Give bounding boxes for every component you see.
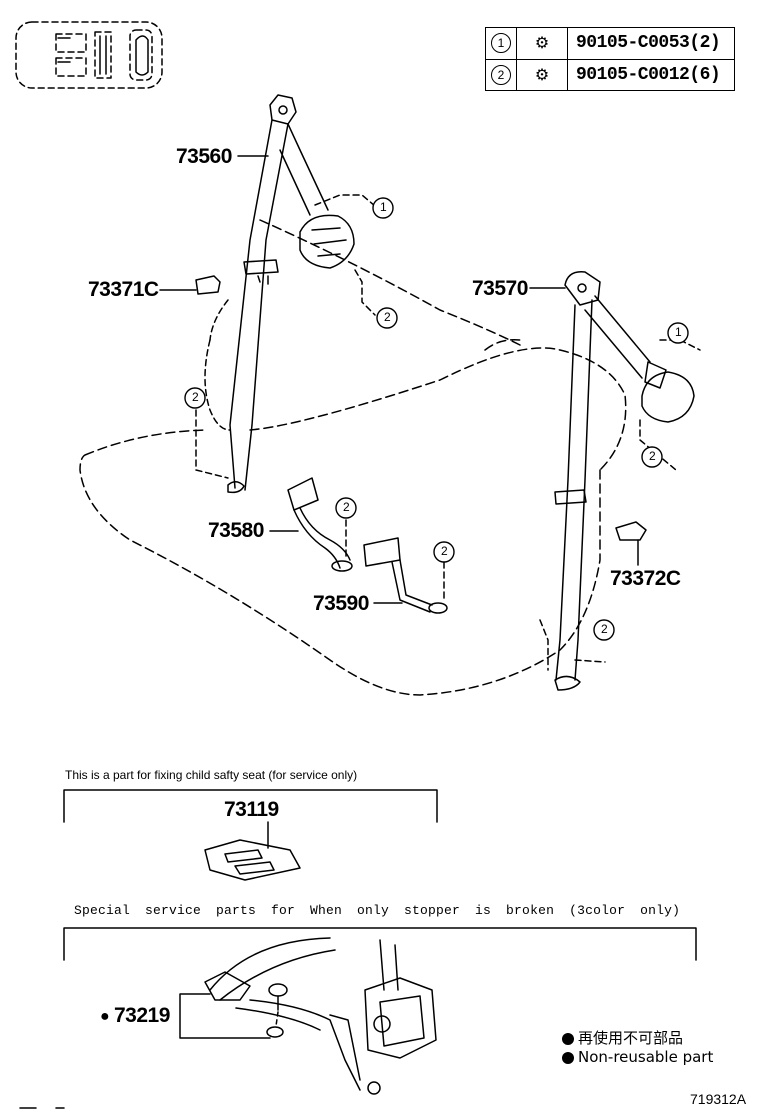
part-label-73570[interactable]: 73570 xyxy=(472,277,528,300)
section2-caption: Special service parts for When only stop… xyxy=(74,903,681,918)
ref-label-2b: 2 xyxy=(192,390,199,404)
ref-label-1a: 1 xyxy=(380,200,387,214)
legend-part-number[interactable]: 90105-C0053(2) xyxy=(567,27,735,60)
part-label-73580[interactable]: 73580 xyxy=(208,519,264,542)
bracket-73371c xyxy=(195,275,221,295)
vehicle-icon-solid xyxy=(57,35,149,76)
legend-row: 1 ⚙ 90105-C0053(2) xyxy=(485,27,735,60)
buckle-73580 xyxy=(269,477,353,572)
bolt-icon: ⚙ xyxy=(534,33,550,53)
ref-circle-1b xyxy=(667,322,689,344)
vehicle-icon xyxy=(15,21,163,89)
ref-circle-2c xyxy=(335,497,357,519)
bracket-73372c xyxy=(615,521,647,541)
note-non-reusable-en: Non-reusable part xyxy=(562,1050,713,1065)
legend-part-number[interactable]: 90105-C0012(6) xyxy=(567,58,735,91)
part-label-73590[interactable]: 73590 xyxy=(313,592,369,615)
legend-ref-1: 1 xyxy=(491,33,511,54)
seat-cushion-outline xyxy=(79,347,627,696)
buckle-73590 xyxy=(363,537,448,614)
section1-caption: This is a part for fixing child safty se… xyxy=(65,768,358,782)
part-label-73372c[interactable]: 73372C xyxy=(610,567,681,590)
section1-frame xyxy=(63,789,438,823)
note-jp-text: 再使用不可部品 xyxy=(578,1029,684,1047)
part-label-73219[interactable]: 73219 xyxy=(114,1004,170,1027)
bullet-dot-icon xyxy=(562,1032,574,1045)
legend-row: 2 ⚙ 90105-C0012(6) xyxy=(485,58,735,91)
belt-73560 xyxy=(227,94,355,494)
ref-label-2d: 2 xyxy=(441,544,448,558)
ref-circle-2f xyxy=(593,619,615,641)
part-label-73560[interactable]: 73560 xyxy=(176,145,232,168)
fastener-legend: 1 ⚙ 90105-C0053(2) 2 ⚙ 90105-C0012(6) xyxy=(485,27,735,91)
ref-label-2f: 2 xyxy=(601,622,608,636)
ref-circle-2e xyxy=(641,446,663,468)
ref-circle-2d xyxy=(433,541,455,563)
note-non-reusable-jp: 再使用不可部品 xyxy=(562,1031,683,1046)
ref-label-2a: 2 xyxy=(384,310,391,324)
ref-circle-2a xyxy=(376,307,398,329)
legend-ref-2: 2 xyxy=(491,64,511,85)
ref-circle-1a xyxy=(372,197,394,219)
part-label-73371c[interactable]: 73371C xyxy=(88,278,159,301)
child-seat-bracket xyxy=(204,839,301,881)
bullet-dot-icon xyxy=(562,1051,574,1064)
non-reusable-marker: ● xyxy=(100,1008,110,1025)
diagram-id: 719312A xyxy=(690,1091,747,1107)
part-label-73119[interactable]: 73119 xyxy=(224,798,279,821)
ref-label-2c: 2 xyxy=(343,500,350,514)
note-en-text: Non-reusable part xyxy=(578,1048,714,1066)
ref-label-1b: 1 xyxy=(675,325,682,339)
bolt-icon: ⚙ xyxy=(534,64,550,84)
ref-label-2e: 2 xyxy=(649,449,656,463)
section2-frame xyxy=(63,927,697,961)
ref-circle-2b xyxy=(184,387,206,409)
